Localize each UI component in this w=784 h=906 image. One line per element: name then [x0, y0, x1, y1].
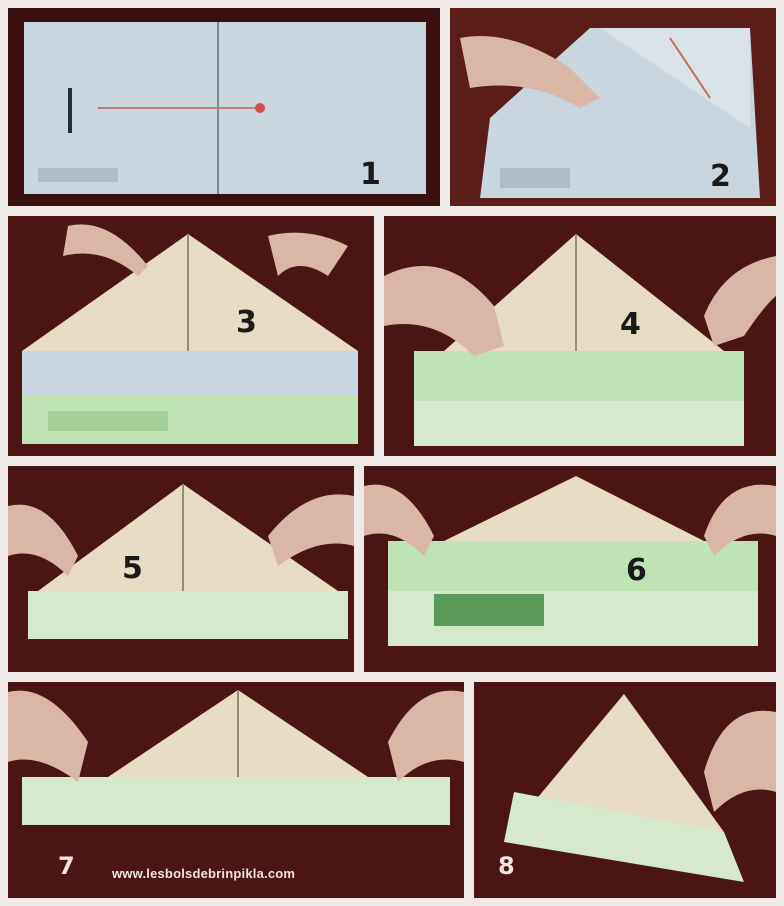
step-6-photo: 6	[364, 466, 776, 672]
step-3-photo: 3	[8, 216, 374, 456]
step-8-number: 8	[498, 854, 515, 878]
watermark: www.lesbolsdebrinpikla.com	[112, 866, 295, 881]
step-3-number: 3	[236, 308, 257, 338]
step-8-photo: 8	[474, 682, 776, 898]
step-4-photo: 4	[384, 216, 776, 456]
step-1-number: 1	[360, 160, 381, 190]
step-5-number: 5	[122, 554, 143, 584]
step-2-number: 2	[710, 162, 731, 192]
step-5-photo: 5	[8, 466, 354, 672]
step-2-photo: 2	[450, 8, 776, 206]
step-4-number: 4	[620, 310, 641, 340]
step-1-photo: 1	[8, 8, 440, 206]
step-6-number: 6	[626, 556, 647, 586]
step-7-number: 7	[58, 854, 75, 878]
